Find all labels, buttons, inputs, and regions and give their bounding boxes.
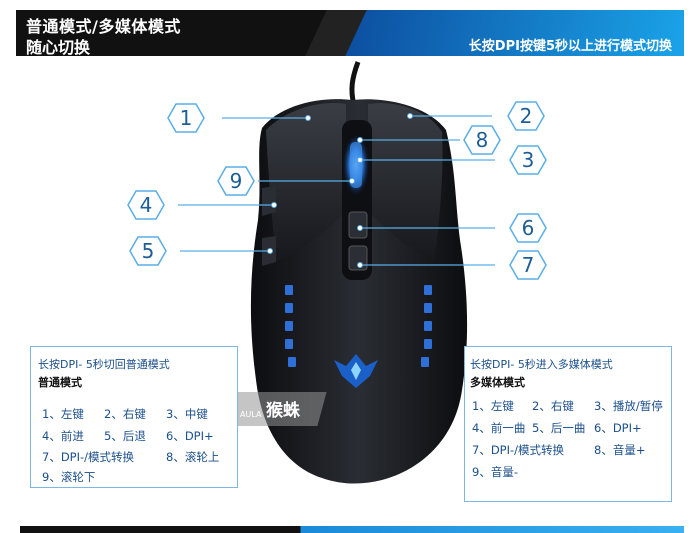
normal-item-3: 3、中键	[166, 407, 208, 421]
header-title-line2: 随心切换	[26, 38, 91, 56]
media-mode-panel	[464, 346, 672, 502]
media-mode-title: 长按DPI- 5秒进入多媒体模式	[470, 358, 613, 371]
right-button-shape	[368, 103, 443, 262]
brand-watermark-small: AULA	[240, 410, 262, 419]
callout-7: 7	[521, 253, 535, 277]
header-note: 长按DPI按键5秒以上进行模式切换	[468, 39, 672, 54]
brand-watermark-text: 猴蛛	[266, 401, 300, 421]
side-button-forward	[262, 186, 276, 216]
footer-bar	[20, 526, 684, 533]
normal-item-7: 7、DPI-/模式转换	[42, 450, 135, 464]
normal-item-6: 6、DPI+	[166, 429, 214, 443]
normal-item-9: 9、滚轮下	[42, 470, 96, 484]
right-led-strip	[421, 285, 432, 367]
spider-logo-icon	[334, 354, 378, 388]
normal-mode-title: 长按DPI- 5秒切回普通模式	[38, 358, 170, 371]
media-item-5: 5、后一曲	[532, 421, 586, 435]
normal-item-1: 1、左键	[42, 407, 84, 421]
normal-item-8: 8、滚轮上	[166, 450, 220, 464]
callout-lines	[178, 115, 495, 266]
callout-6: 6	[521, 216, 535, 240]
callout-9: 9	[229, 169, 243, 193]
normal-item-5: 5、后退	[104, 429, 146, 443]
media-item-8: 8、音量+	[594, 443, 646, 457]
media-mode-label: 多媒体模式	[470, 376, 525, 389]
callout-3: 3	[521, 148, 535, 172]
normal-item-2: 2、右键	[104, 407, 146, 421]
left-led-strip	[285, 285, 296, 367]
media-item-2: 2、右键	[532, 399, 574, 413]
media-item-1: 1、左键	[472, 399, 514, 413]
callout-4: 4	[139, 193, 153, 217]
media-item-6: 6、DPI+	[594, 421, 642, 435]
normal-mode-label: 普通模式	[38, 376, 82, 389]
callout-hexagons	[127, 101, 547, 280]
wheel-core	[350, 142, 362, 188]
normal-item-4: 4、前进	[42, 429, 84, 443]
normal-mode-panel	[30, 346, 238, 488]
callout-2: 2	[519, 104, 533, 128]
callout-8: 8	[475, 128, 489, 152]
mouse-cable	[349, 61, 361, 106]
media-item-7: 7、DPI-/模式转换	[472, 443, 565, 457]
callout-1: 1	[179, 106, 193, 130]
media-item-3: 3、播放/暂停	[594, 399, 663, 413]
left-button-shape	[266, 103, 346, 263]
media-item-9: 9、音量-	[472, 465, 518, 479]
header-banner: 普通模式/多媒体模式 随心切换 长按DPI按键5秒以上进行模式切换	[16, 10, 684, 56]
media-item-4: 4、前一曲	[472, 421, 526, 435]
callout-dots	[267, 113, 413, 268]
header-title-line1: 普通模式/多媒体模式	[26, 17, 181, 36]
dpi-plus-button	[348, 211, 368, 239]
callout-5: 5	[141, 239, 155, 263]
